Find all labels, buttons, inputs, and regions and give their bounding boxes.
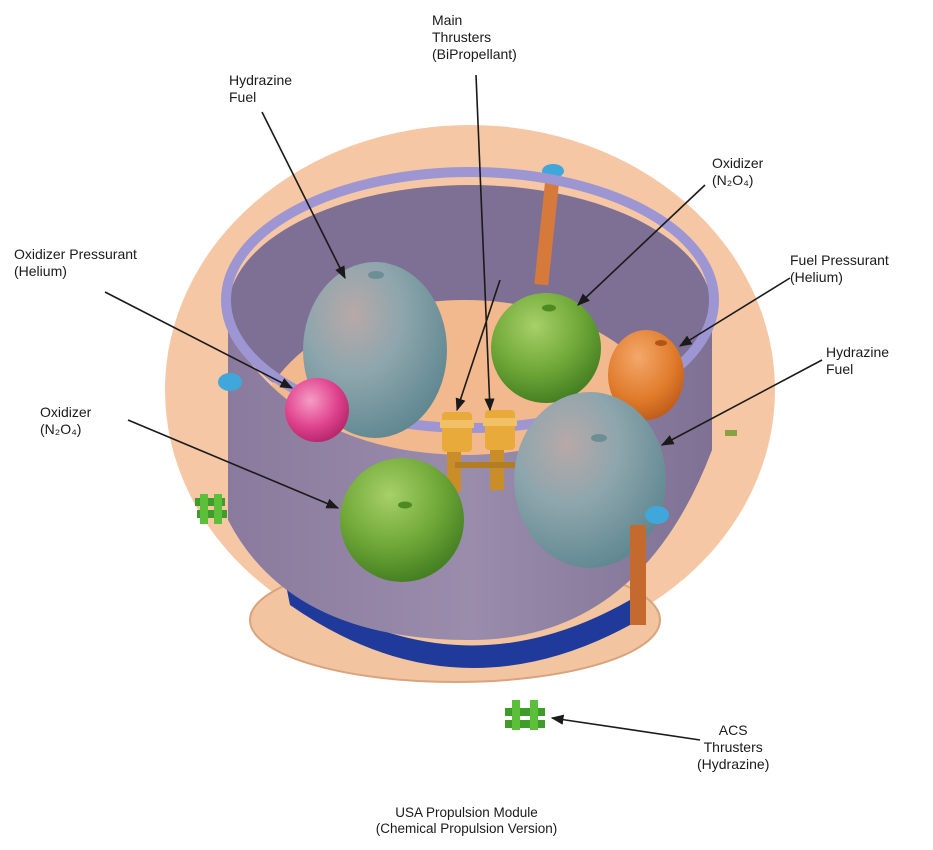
hydrazine-tank-left-port bbox=[368, 271, 384, 279]
figure-caption: USA Propulsion Module (Chemical Propulsi… bbox=[0, 805, 933, 837]
label-oxidizer-right: Oxidizer (N₂O₄) bbox=[712, 155, 763, 189]
oxidizer-pressurant-tank bbox=[285, 378, 349, 442]
label-hydrazine-fuel-right: Hydrazine Fuel bbox=[826, 344, 889, 378]
label-fuel-pressurant: Fuel Pressurant (Helium) bbox=[790, 252, 889, 286]
label-oxidizer-left: Oxidizer (N₂O₄) bbox=[40, 404, 91, 438]
acs-thruster-right bbox=[725, 430, 737, 436]
valve-icon bbox=[218, 373, 242, 391]
caption-title: USA Propulsion Module bbox=[0, 805, 933, 821]
valve-icon bbox=[645, 506, 669, 524]
arrow-acs-bottom bbox=[552, 718, 700, 740]
label-hydrazine-fuel-top: Hydrazine Fuel bbox=[229, 72, 292, 106]
caption-subtitle: (Chemical Propulsion Version) bbox=[0, 821, 933, 837]
label-acs-thrusters: ACS Thrusters (Hydrazine) bbox=[697, 722, 769, 773]
oxidizer-tank-right-port bbox=[542, 305, 556, 312]
label-oxidizer-pressurant: Oxidizer Pressurant (Helium) bbox=[14, 246, 137, 280]
hydrazine-tank-right-port bbox=[591, 434, 607, 442]
support-strut-front bbox=[630, 525, 646, 625]
oxidizer-tank-left-port bbox=[398, 502, 412, 509]
oxidizer-tank-left bbox=[340, 458, 464, 582]
label-main-thrusters: Main Thrusters (BiPropellant) bbox=[432, 12, 517, 63]
fuel-pressurant-port bbox=[655, 340, 667, 346]
acs-thruster-bottom bbox=[505, 700, 545, 730]
